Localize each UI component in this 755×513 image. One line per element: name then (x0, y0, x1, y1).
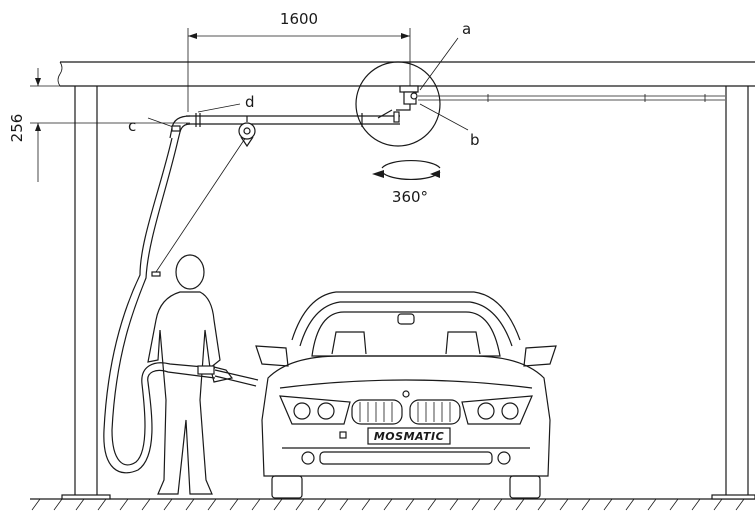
swivel-joint-detail (355, 61, 441, 147)
right-post (711, 86, 755, 500)
hose-assembly (103, 115, 256, 474)
label-a: a (462, 20, 471, 38)
ground (30, 498, 755, 511)
callouts: a b c d (128, 20, 480, 149)
label-d: d (245, 93, 255, 111)
person-outline (147, 254, 234, 495)
dimension-256-label: 256 (8, 114, 26, 143)
dimension-1600-label: 1600 (280, 10, 318, 28)
dimension-1600: 1600 (187, 10, 411, 112)
left-post (61, 86, 111, 500)
license-plate-brand: MOSMATIC (374, 430, 444, 443)
rotation-label: 360° (392, 188, 428, 206)
canopy-beam (57, 61, 755, 87)
label-b: b (470, 131, 480, 149)
spray-lance (197, 365, 259, 387)
boom-arm (186, 94, 725, 127)
dimension-256: 256 (8, 68, 190, 182)
car-front-view: MOSMATIC (255, 291, 557, 499)
label-c: c (128, 117, 136, 135)
rotation-indicator: 360° (372, 159, 441, 206)
